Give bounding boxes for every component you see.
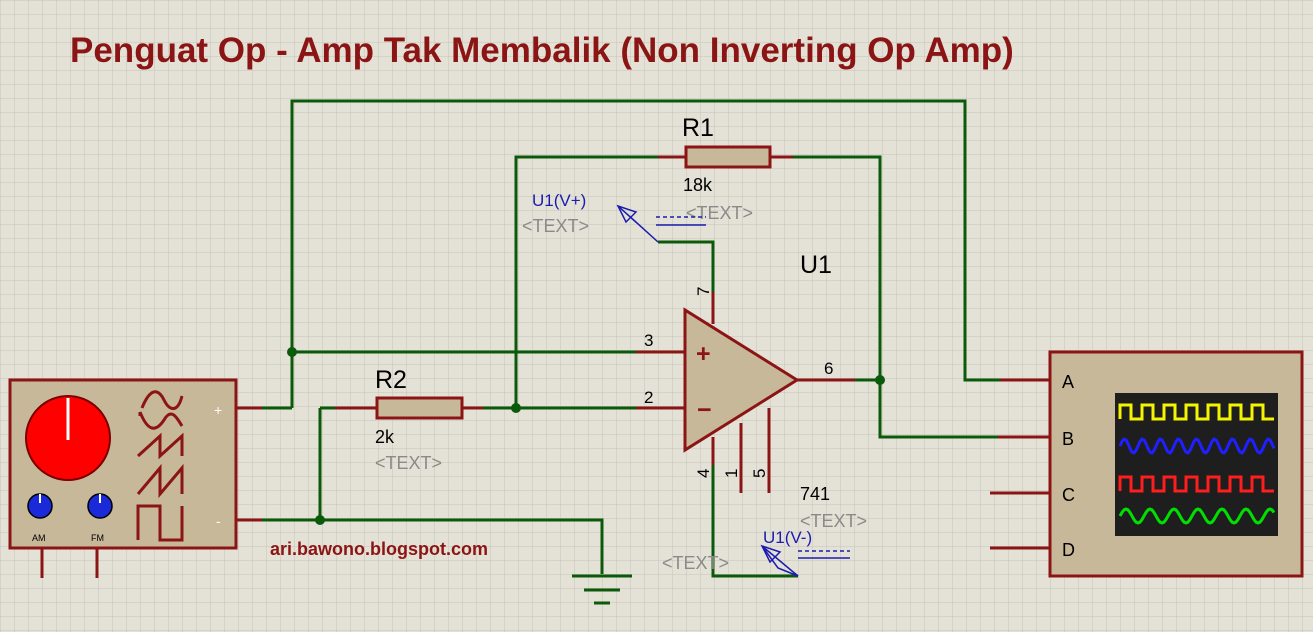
opamp-ref-label: U1: [800, 251, 832, 279]
r2-value-label: 2k: [375, 427, 395, 447]
probe-positive-label: U1(V+): [532, 191, 586, 210]
probe-negative[interactable]: [760, 544, 850, 577]
junction-dot: [511, 403, 521, 413]
pin-4-label: 4: [694, 469, 713, 478]
sawtooth-wave-icon: [136, 463, 184, 499]
pin-5-label: 5: [750, 469, 769, 478]
wire-r1-left: [514, 155, 658, 408]
scope-channel-a: A: [1062, 372, 1074, 392]
junctions: [287, 347, 885, 525]
junction-dot: [315, 515, 325, 525]
r2-text-placeholder: <TEXT>: [375, 453, 442, 473]
r1-text-placeholder: <TEXT>: [686, 203, 753, 223]
wire-gen-minus: [262, 518, 604, 574]
blog-watermark: ari.bawono.blogspot.com: [270, 539, 488, 559]
r2-ref-label: R2: [375, 366, 407, 394]
probe-negative-text: <TEXT>: [662, 553, 729, 573]
oscilloscope-traces: [1118, 403, 1276, 525]
pin-6-label: 6: [824, 359, 833, 378]
r1-value-label: 18k: [683, 175, 713, 195]
wire-pin4: [711, 465, 798, 578]
wire-r1-right: [793, 155, 998, 439]
fm-label: FM: [91, 533, 104, 543]
generator-plus-label: +: [214, 402, 222, 418]
junction-dot: [875, 375, 885, 385]
pin-2-label: 2: [644, 388, 653, 407]
oscilloscope[interactable]: [990, 350, 1304, 578]
opamp-minus-sign: −: [697, 396, 712, 424]
sine-wave-icon: [138, 411, 184, 430]
sawtooth-wave-icon: [136, 432, 184, 460]
sine-wave-icon: [140, 390, 184, 410]
junction-dot: [287, 347, 297, 357]
pin-7-label: 7: [694, 287, 713, 296]
am-label: AM: [32, 533, 46, 543]
scope-trace-a: [1118, 403, 1274, 421]
r1-ref-label: R1: [682, 114, 714, 142]
wire-top-loop: [290, 99, 1000, 408]
resistor-r1[interactable]: [658, 145, 793, 169]
opamp-u1[interactable]: [636, 292, 855, 493]
generator-minus-label: -: [216, 513, 221, 529]
signal-generator[interactable]: [8, 378, 262, 578]
wire-pin7: [658, 240, 715, 292]
scope-trace-b: [1118, 437, 1276, 455]
scope-trace-c: [1118, 475, 1274, 493]
diagram-title: Penguat Op - Amp Tak Membalik (Non Inver…: [70, 31, 1014, 70]
scope-channel-d: D: [1062, 540, 1075, 560]
probe-negative-label: U1(V-): [763, 528, 812, 547]
opamp-text-placeholder: <TEXT>: [800, 511, 867, 531]
pin-3-label: 3: [644, 331, 653, 350]
ground-symbol: [572, 574, 632, 605]
resistor-r2[interactable]: [335, 396, 483, 420]
scope-channel-c: C: [1062, 485, 1075, 505]
opamp-part-label: 741: [800, 484, 830, 504]
opamp-plus-sign: +: [696, 340, 711, 368]
pin-1-label: 1: [722, 469, 741, 478]
probe-positive-text: <TEXT>: [522, 216, 589, 236]
scope-channel-b: B: [1062, 429, 1074, 449]
wires: [262, 99, 1000, 578]
square-wave-icon: [136, 504, 184, 542]
probe-positive[interactable]: [616, 204, 706, 243]
scope-trace-d: [1118, 507, 1276, 525]
